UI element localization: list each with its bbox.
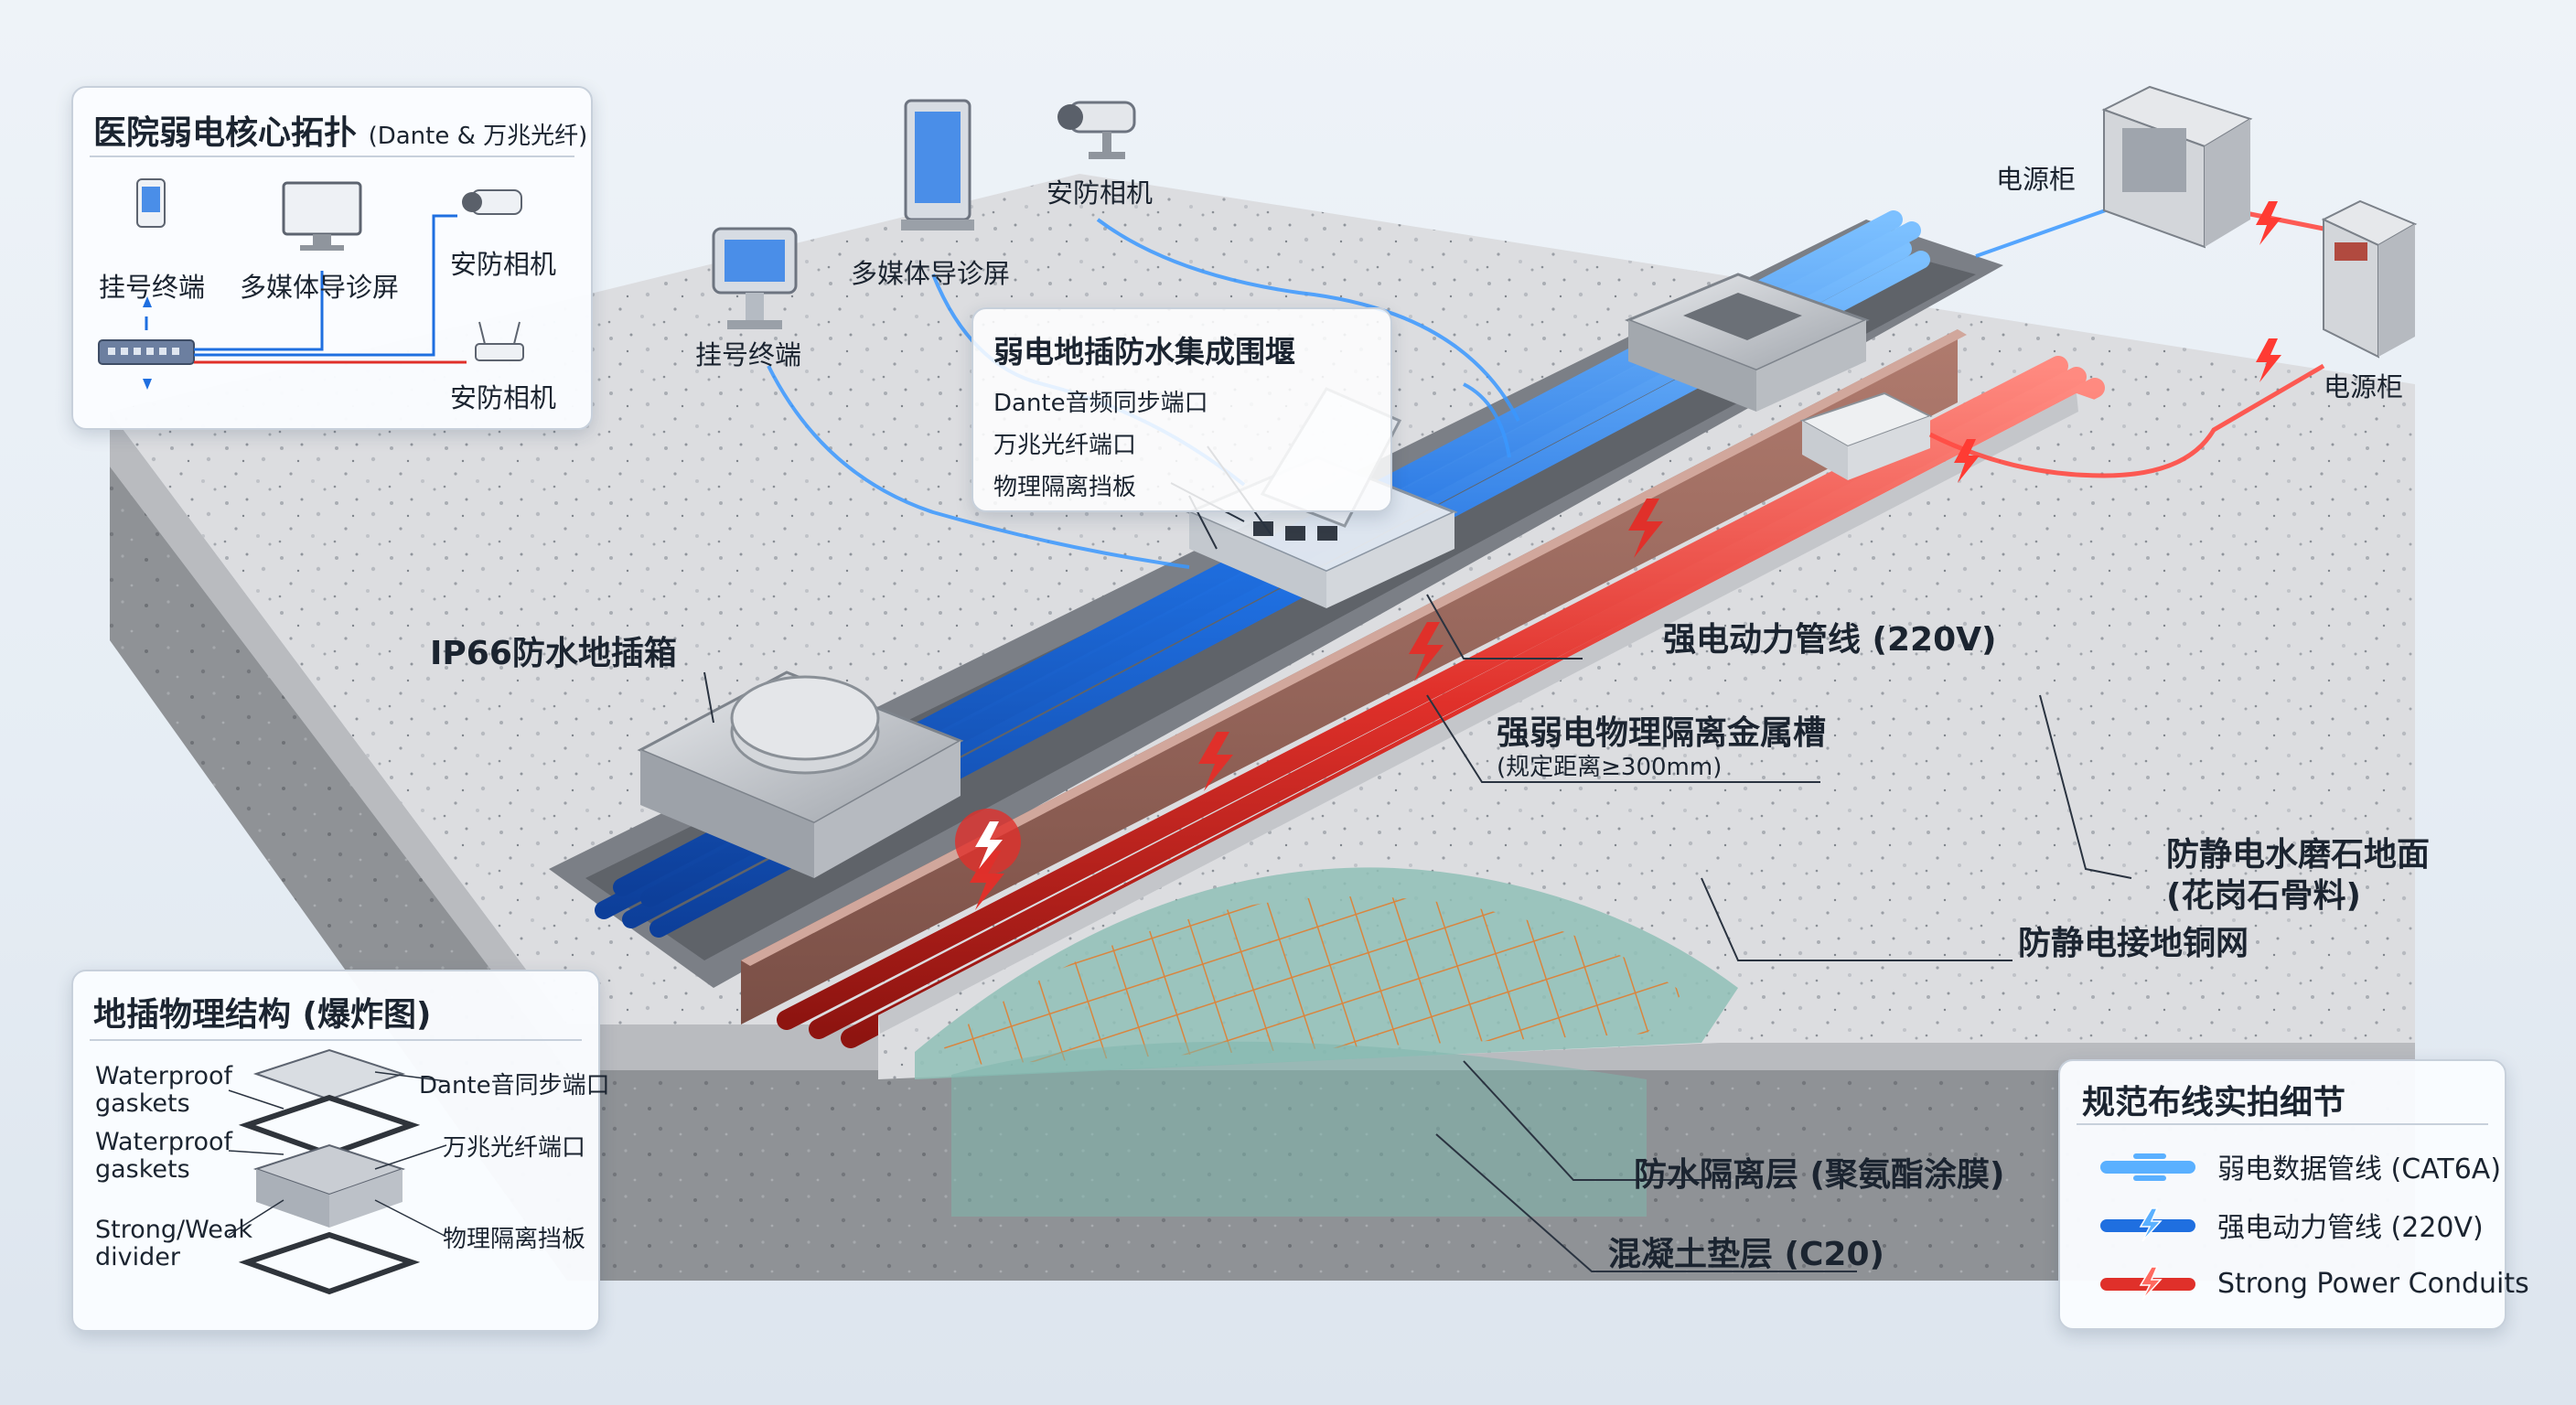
power-cabinet-icon (2101, 85, 2253, 249)
scene-label-cabinet: 电源柜 (2324, 371, 2404, 402)
exploded-right-label: 物理隔离挡板 (443, 1226, 586, 1253)
topology-divider (90, 156, 574, 157)
scene-label-camera: 安防相机 (1046, 177, 1154, 209)
exploded-left-label: Waterproof gaskets (95, 1128, 233, 1184)
junction-box (1799, 391, 1933, 480)
topology-subtitle: (Dante & 万兆光纤) (368, 123, 588, 150)
exploded-divider (90, 1039, 582, 1041)
topology-panel: 医院弱电核心拓扑 (Dante & 万兆光纤) (71, 86, 593, 430)
topology-diagram (98, 178, 524, 390)
topology-label: 多媒体导诊屏 (240, 272, 400, 303)
legend-label: 弱电数据管线 (CAT6A) (2217, 1153, 2502, 1185)
legend-panel: 规范布线实拍细节 弱电数据管线 (CAT6A) 强电动力管线 (220V) St… (2058, 1059, 2529, 1330)
right-slab-edge (878, 393, 2078, 1034)
copper-mesh-label: 防静电接地铜网 (2018, 925, 2249, 962)
waterproof-layer (951, 1041, 1647, 1217)
exploded-right-label: 万兆光纤端口 (443, 1134, 586, 1162)
exploded-leaders (228, 1071, 447, 1238)
topology-label: 安防相机 (450, 382, 557, 413)
exploded-panel: 地插物理结构 (爆炸图) Waterproof gaskets Waterpro… (71, 970, 610, 1332)
floor-box-item: Dante音频同步端口 (993, 390, 1208, 417)
arrow-icon (143, 296, 152, 390)
topology-label: 安防相机 (450, 249, 557, 280)
terrazzo-label: 防静电水磨石地面 (2166, 836, 2431, 874)
topology-links (145, 214, 467, 364)
scene-label-cabinet: 电源柜 (1996, 164, 2077, 195)
floor-box-item: 物理隔离挡板 (993, 474, 1137, 501)
legend-label: 强电动力管线 (220V) (2217, 1212, 2484, 1244)
legend-label: Strong Power Conduits (2217, 1267, 2529, 1300)
legend-divider (2077, 1123, 2488, 1125)
red-lightning-conduit-icon (2100, 1266, 2195, 1301)
gasket-ring (238, 1231, 421, 1295)
divider-label: 强弱电物理隔离金属槽 (1497, 714, 1827, 752)
gasket-ring (238, 1094, 421, 1158)
exploded-left-label: Strong/Weak divider (95, 1216, 253, 1271)
wifi-router-icon (475, 321, 524, 361)
scene-label-display: 多媒体导诊屏 (851, 258, 1011, 289)
legend-item: 弱电数据管线 (CAT6A) (2097, 1143, 2501, 1189)
exploded-left-label: Waterproof gaskets (95, 1062, 233, 1118)
registration-terminal-icon (712, 227, 798, 329)
exploded-title: 地插物理结构 (爆炸图) (93, 996, 432, 1034)
lightning-icon (975, 821, 1003, 869)
lightning-icon (1954, 201, 2281, 483)
security-camera-icon (1057, 101, 1136, 159)
topology-title: 医院弱电核心拓扑 (Dante & 万兆光纤) (93, 106, 587, 154)
weak-data-conduit-icon (2100, 1153, 2195, 1181)
network-switch-icon (98, 339, 195, 365)
power-conduit-label: 强电动力管线 (220V) (1663, 621, 1997, 659)
floor-box-item: 万兆光纤端口 (993, 432, 1137, 459)
lightning-icon (970, 499, 1663, 910)
legend-item: 强电动力管线 (220V) (2097, 1202, 2484, 1248)
copper-ground-mesh (942, 896, 1683, 1066)
exploded-diagram (228, 1048, 447, 1295)
floor-box-title: 弱电地插防水集成围堰 (993, 334, 1295, 370)
legend-item: Strong Power Conduits (2097, 1260, 2529, 1306)
exploded-right-label: Dante音同步端口 (419, 1072, 610, 1099)
topology-label: 挂号终端 (99, 272, 206, 303)
socket-cover (252, 1048, 406, 1101)
concrete-front-layer (110, 467, 2415, 1281)
security-camera-icon (462, 189, 522, 215)
topology-title-text: 医院弱电核心拓扑 (93, 114, 358, 152)
registration-terminal-icon (136, 178, 166, 228)
floor-box-callout: 弱电地插防水集成围堰 Dante音频同步端口 万兆光纤端口 物理隔离挡板 (971, 307, 1392, 512)
divider-top-edge (741, 329, 1967, 966)
concrete-label: 混凝土垫层 (C20) (1608, 1236, 1884, 1273)
waterproof-label: 防水隔离层 (聚氨酯涂膜) (1634, 1156, 2005, 1194)
monitor-icon (282, 181, 362, 251)
power-cabinet-icon (2321, 199, 2418, 359)
scene-label-kiosk: 挂号终端 (695, 339, 802, 370)
divider-note: (规定距离≥300mm) (1497, 754, 1723, 781)
blue-lightning-conduit-icon (2100, 1207, 2195, 1242)
terrazzo-note: (花岗石骨料) (2166, 877, 2361, 915)
socket-body (252, 1143, 406, 1228)
legend-title: 规范布线实拍细节 (2082, 1084, 2346, 1121)
digital-signage-icon (901, 99, 974, 231)
upper-floor-box (1625, 273, 1870, 412)
ip66-floor-box (637, 670, 964, 878)
ip66-box-label: IP66防水地插箱 (430, 635, 677, 672)
